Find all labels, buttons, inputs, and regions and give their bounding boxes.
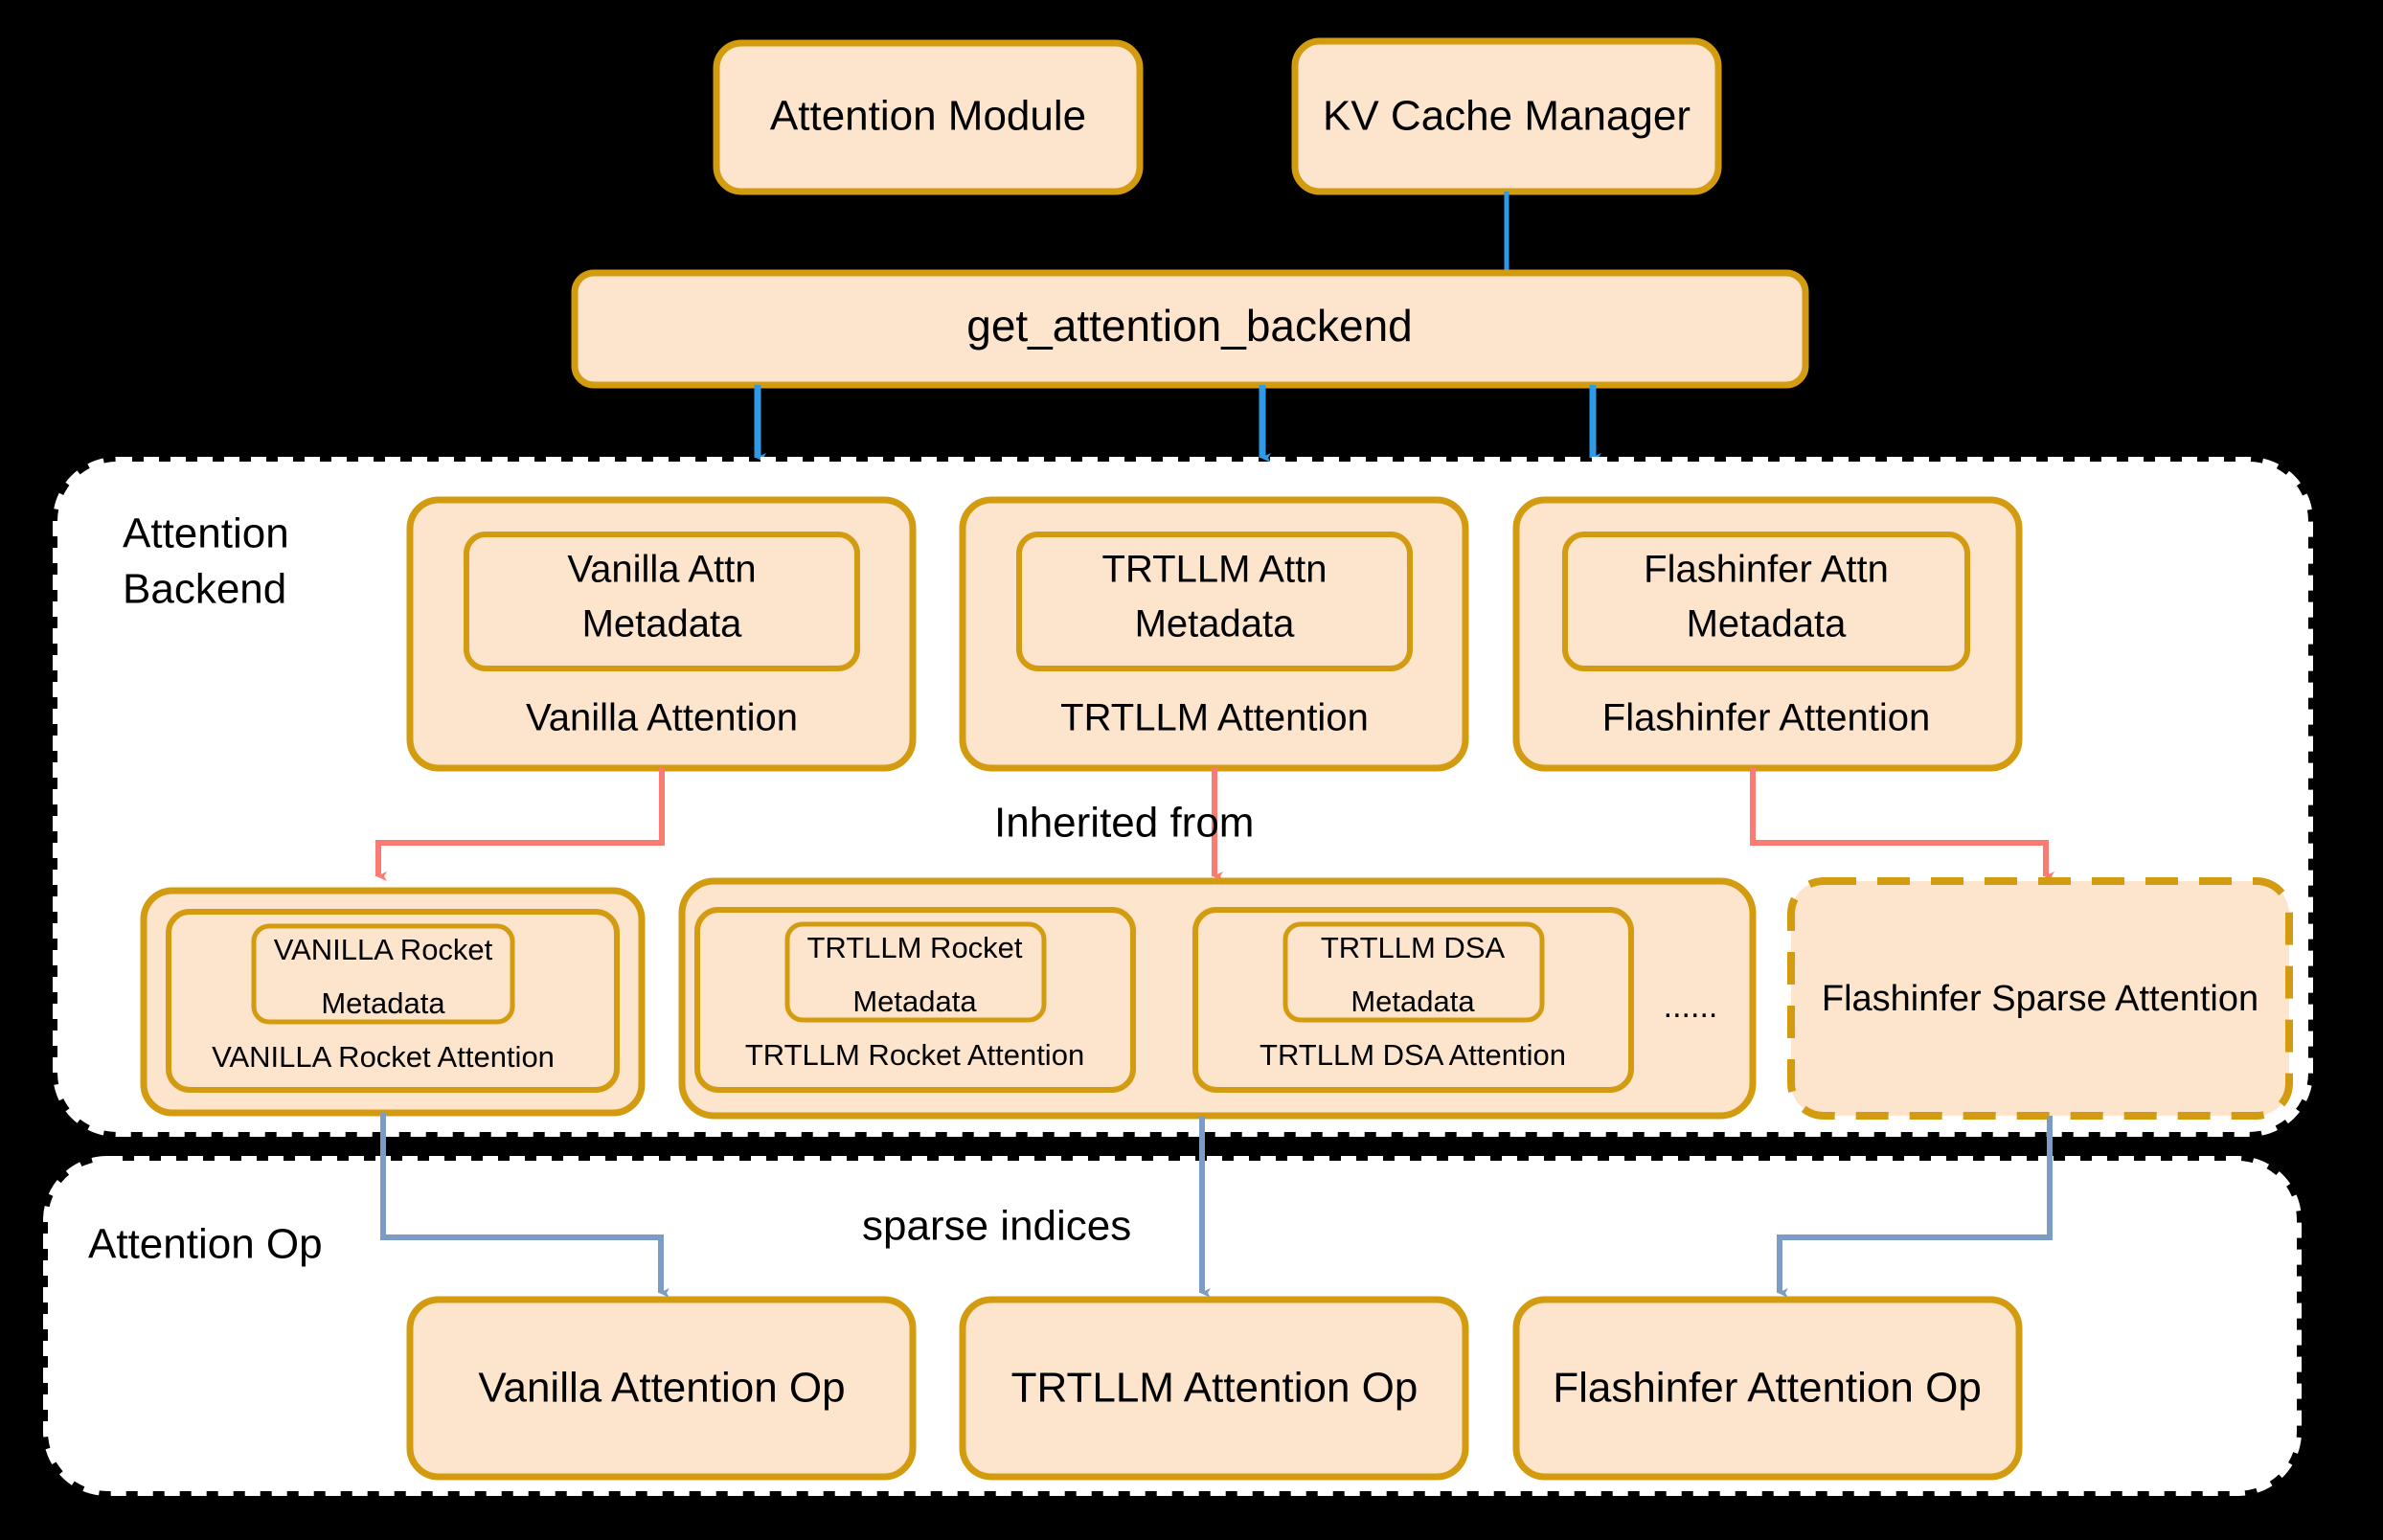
op-label-flashinfer: Flashinfer Attention Op	[1553, 1365, 1982, 1412]
kv-cache-manager-label: KV Cache Manager	[1323, 93, 1691, 140]
trtllm-rocket-metadata-line1: TRTLLM Rocket	[806, 931, 1022, 964]
arrow-flashinfer-sparse-to-op	[1777, 1116, 2053, 1298]
trtllm-dsa-metadata-box[interactable]	[1282, 921, 1545, 1023]
dispatcher-label: get_attention_backend	[966, 301, 1413, 351]
vanilla-rocket-group[interactable]: VANILLA Rocket Metadata VANILLA Rocket A…	[140, 887, 646, 1117]
op-box-trtllm[interactable]: TRTLLM Attention Op	[959, 1296, 1469, 1481]
flashinfer-metadata-line2: Metadata	[1687, 603, 1848, 645]
trtllm-group-ellipsis: ......	[1664, 988, 1718, 1025]
attention-backend-label-line1: Attention	[123, 510, 289, 557]
trtllm-dsa-attention-name: TRTLLM DSA Attention	[1260, 1038, 1566, 1072]
trtllm-sparse-group[interactable]: TRTLLM Rocket Metadata TRTLLM Rocket Att…	[678, 877, 1757, 1120]
flashinfer-sparse-label: Flashinfer Sparse Attention	[1822, 979, 2258, 1019]
flashinfer-attn-metadata-box[interactable]	[1562, 532, 1970, 671]
trtllm-rocket-attention-name: TRTLLM Rocket Attention	[745, 1038, 1084, 1072]
attention-backend-label-line2: Backend	[123, 566, 286, 613]
op-label-vanilla: Vanilla Attention Op	[478, 1365, 845, 1412]
op-label-trtllm: TRTLLM Attention Op	[1011, 1365, 1418, 1412]
trtllm-dsa-attention-box[interactable]: TRTLLM DSA Metadata TRTLLM DSA Attention	[1192, 907, 1634, 1093]
trtllm-metadata-line1: TRTLLM Attn	[1102, 549, 1328, 591]
trtllm-attn-metadata-box[interactable]	[1016, 532, 1413, 671]
flashinfer-sparse-attention-box[interactable]: Flashinfer Sparse Attention	[1787, 877, 2293, 1120]
vanilla-attn-metadata-box[interactable]	[464, 532, 860, 671]
inherited-from-label: Inherited from	[994, 800, 1254, 847]
backend-vanilla-attention[interactable]: Vanilla Attn Metadata Vanilla Attention	[406, 496, 917, 772]
kv-cache-manager-box[interactable]: KV Cache Manager	[1291, 37, 1722, 195]
arrow-vanilla-rocket-to-op	[380, 1113, 670, 1298]
vanilla-metadata-line2: Metadata	[582, 603, 743, 645]
vanilla-rocket-metadata-line2: Metadata	[321, 986, 445, 1020]
attention-module-box[interactable]: Attention Module	[713, 39, 1144, 195]
vanilla-backend-name: Vanilla Attention	[526, 697, 798, 739]
trtllm-dsa-metadata-line1: TRTLLM DSA	[1321, 931, 1506, 964]
trtllm-rocket-attention-box[interactable]: TRTLLM Rocket Metadata TRTLLM Rocket Att…	[694, 907, 1136, 1093]
arrow-inherit-flashinfer	[1750, 768, 2054, 881]
vanilla-rocket-metadata-line1: VANILLA Rocket	[274, 933, 493, 966]
trtllm-rocket-metadata-line2: Metadata	[852, 985, 977, 1018]
flashinfer-backend-name: Flashinfer Attention	[1602, 697, 1930, 739]
op-box-vanilla[interactable]: Vanilla Attention Op	[406, 1296, 917, 1481]
backend-trtllm-attention[interactable]: TRTLLM Attn Metadata TRTLLM Attention	[959, 496, 1469, 772]
trtllm-backend-name: TRTLLM Attention	[1060, 697, 1369, 739]
backend-flashinfer-attention[interactable]: Flashinfer Attn Metadata Flashinfer Atte…	[1512, 496, 2023, 772]
op-box-flashinfer[interactable]: Flashinfer Attention Op	[1512, 1296, 2023, 1481]
trtllm-rocket-metadata-box[interactable]	[784, 921, 1047, 1023]
vanilla-rocket-metadata-box[interactable]	[251, 923, 515, 1025]
attention-module-label: Attention Module	[770, 93, 1086, 140]
arrow-inherit-vanilla	[375, 768, 665, 881]
vanilla-rocket-attention-name: VANILLA Rocket Attention	[212, 1040, 555, 1074]
trtllm-metadata-line2: Metadata	[1135, 603, 1296, 645]
flashinfer-metadata-line1: Flashinfer Attn	[1644, 549, 1889, 591]
get-attention-backend-box[interactable]: get_attention_backend	[571, 269, 1809, 389]
attention-op-label: Attention Op	[88, 1221, 323, 1268]
sparse-indices-label: sparse indices	[862, 1203, 1131, 1250]
trtllm-dsa-metadata-line2: Metadata	[1350, 985, 1475, 1018]
vanilla-metadata-line1: Vanilla Attn	[567, 549, 756, 591]
